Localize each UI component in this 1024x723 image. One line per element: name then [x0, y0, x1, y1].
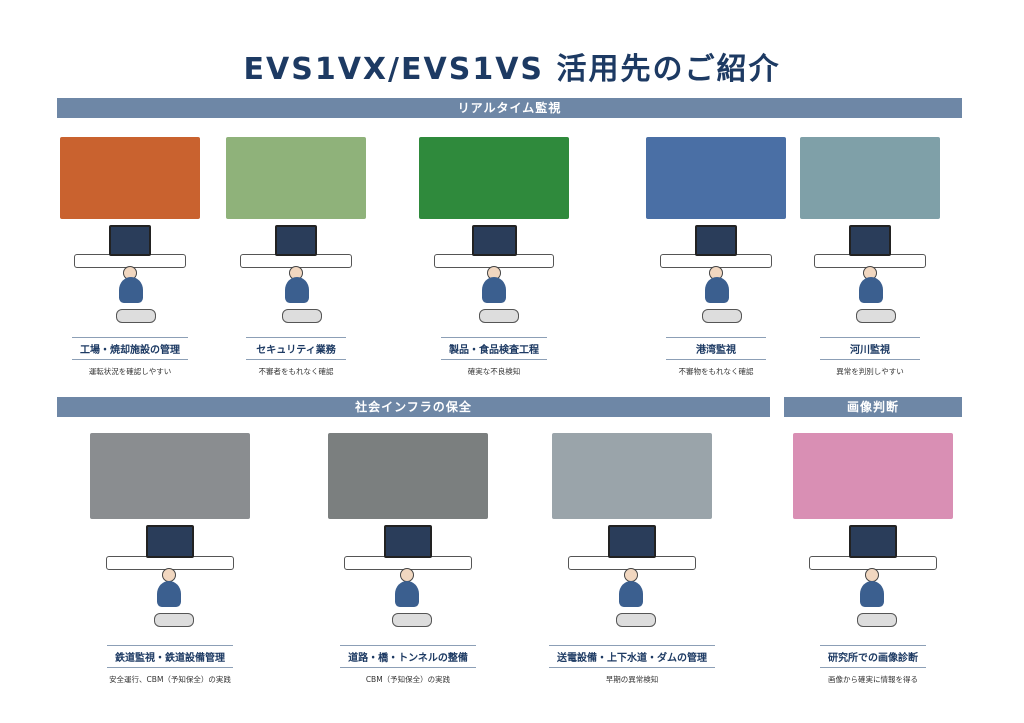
monitor: [146, 525, 194, 559]
scene-photo: [419, 137, 569, 219]
person: [482, 277, 506, 304]
scene-photo: [646, 137, 786, 219]
use-case-item: 工場・焼却施設の管理運転状況を確認しやすい: [35, 337, 225, 377]
section-infra: 社会インフラの保全: [57, 397, 770, 417]
item-description: 不審者をもれなく確認: [258, 367, 334, 376]
person: [284, 277, 309, 304]
monitor: [608, 525, 656, 559]
scene-photo: [90, 433, 250, 520]
scene-photo: [793, 433, 953, 520]
person: [157, 580, 182, 607]
realtime-1-illustration: [226, 137, 366, 332]
chair: [116, 308, 156, 323]
use-case-item: 道路・橋・トンネルの整備 CBM（予知保全）の実践: [313, 645, 503, 685]
monitor: [471, 224, 517, 256]
person: [118, 277, 143, 304]
person: [860, 580, 885, 607]
chair: [154, 613, 194, 628]
item-label: 河川監視: [820, 337, 920, 360]
item-label: セキュリティ業務: [246, 337, 346, 360]
item-description: 不審物をもれなく確認: [678, 367, 754, 376]
use-case-item: 研究所での画像診断画像から確実に情報を得る: [778, 645, 968, 685]
chair: [282, 308, 322, 323]
monitor: [695, 224, 737, 256]
item-description: 画像から確実に情報を得る: [828, 675, 918, 684]
realtime-0-illustration: [60, 137, 200, 332]
monitor: [384, 525, 432, 559]
scene-photo: [552, 433, 712, 520]
monitor: [275, 224, 317, 256]
person: [619, 580, 644, 607]
section-realtime: リアルタイム監視: [57, 98, 962, 118]
use-case-item: 送電設備・上下水道・ダムの管理早期の異常検知: [537, 645, 727, 685]
realtime-2-illustration: [419, 137, 569, 332]
person: [858, 277, 883, 304]
item-description: 異常を判別しやすい: [836, 367, 904, 376]
monitor: [109, 224, 151, 256]
item-description: 確実な不良検知: [467, 367, 521, 376]
monitor: [849, 525, 897, 559]
realtime-4-illustration: [800, 137, 940, 332]
chair: [857, 613, 897, 628]
chair: [616, 613, 656, 628]
scene-photo: [800, 137, 940, 219]
item-label: 研究所での画像診断: [820, 645, 926, 668]
use-case-item: 河川監視異常を判別しやすい: [775, 337, 965, 377]
use-case-item: 港湾監視不審物をもれなく確認: [621, 337, 811, 377]
item-label: 工場・焼却施設の管理: [72, 337, 188, 360]
chair: [856, 308, 896, 323]
item-label: 鉄道監視・鉄道設備管理: [107, 645, 233, 668]
infra-1-illustration: [328, 433, 488, 638]
item-label: 製品・食品検査工程: [441, 337, 547, 360]
use-case-item: セキュリティ業務不審者をもれなく確認: [201, 337, 391, 377]
chair: [392, 613, 432, 628]
scene-photo: [60, 137, 200, 219]
person: [395, 580, 420, 607]
item-label: 送電設備・上下水道・ダムの管理: [549, 645, 715, 668]
monitor: [849, 224, 891, 256]
section-image: 画像判断: [784, 397, 962, 417]
page-title: EVS1VX/EVS1VS 活用先のご紹介: [243, 52, 781, 87]
scene-photo: [226, 137, 366, 219]
item-description: 早期の異常検知: [605, 675, 659, 684]
item-description: 運転状況を確認しやすい: [88, 367, 172, 376]
realtime-3-illustration: [646, 137, 786, 332]
person: [704, 277, 729, 304]
infra-3-illustration: [793, 433, 953, 638]
infra-0-illustration: [90, 433, 250, 638]
infra-2-illustration: [552, 433, 712, 638]
scene-photo: [328, 433, 488, 520]
item-label: 道路・橋・トンネルの整備: [340, 645, 476, 668]
item-label: 港湾監視: [666, 337, 766, 360]
item-description: 安全運行、CBM（予知保全）の実践: [109, 675, 231, 684]
use-case-item: 製品・食品検査工程確実な不良検知: [399, 337, 589, 377]
chair: [479, 308, 519, 323]
item-description: CBM（予知保全）の実践: [365, 675, 451, 684]
chair: [702, 308, 742, 323]
use-case-item: 鉄道監視・鉄道設備管理安全運行、CBM（予知保全）の実践: [75, 645, 265, 685]
